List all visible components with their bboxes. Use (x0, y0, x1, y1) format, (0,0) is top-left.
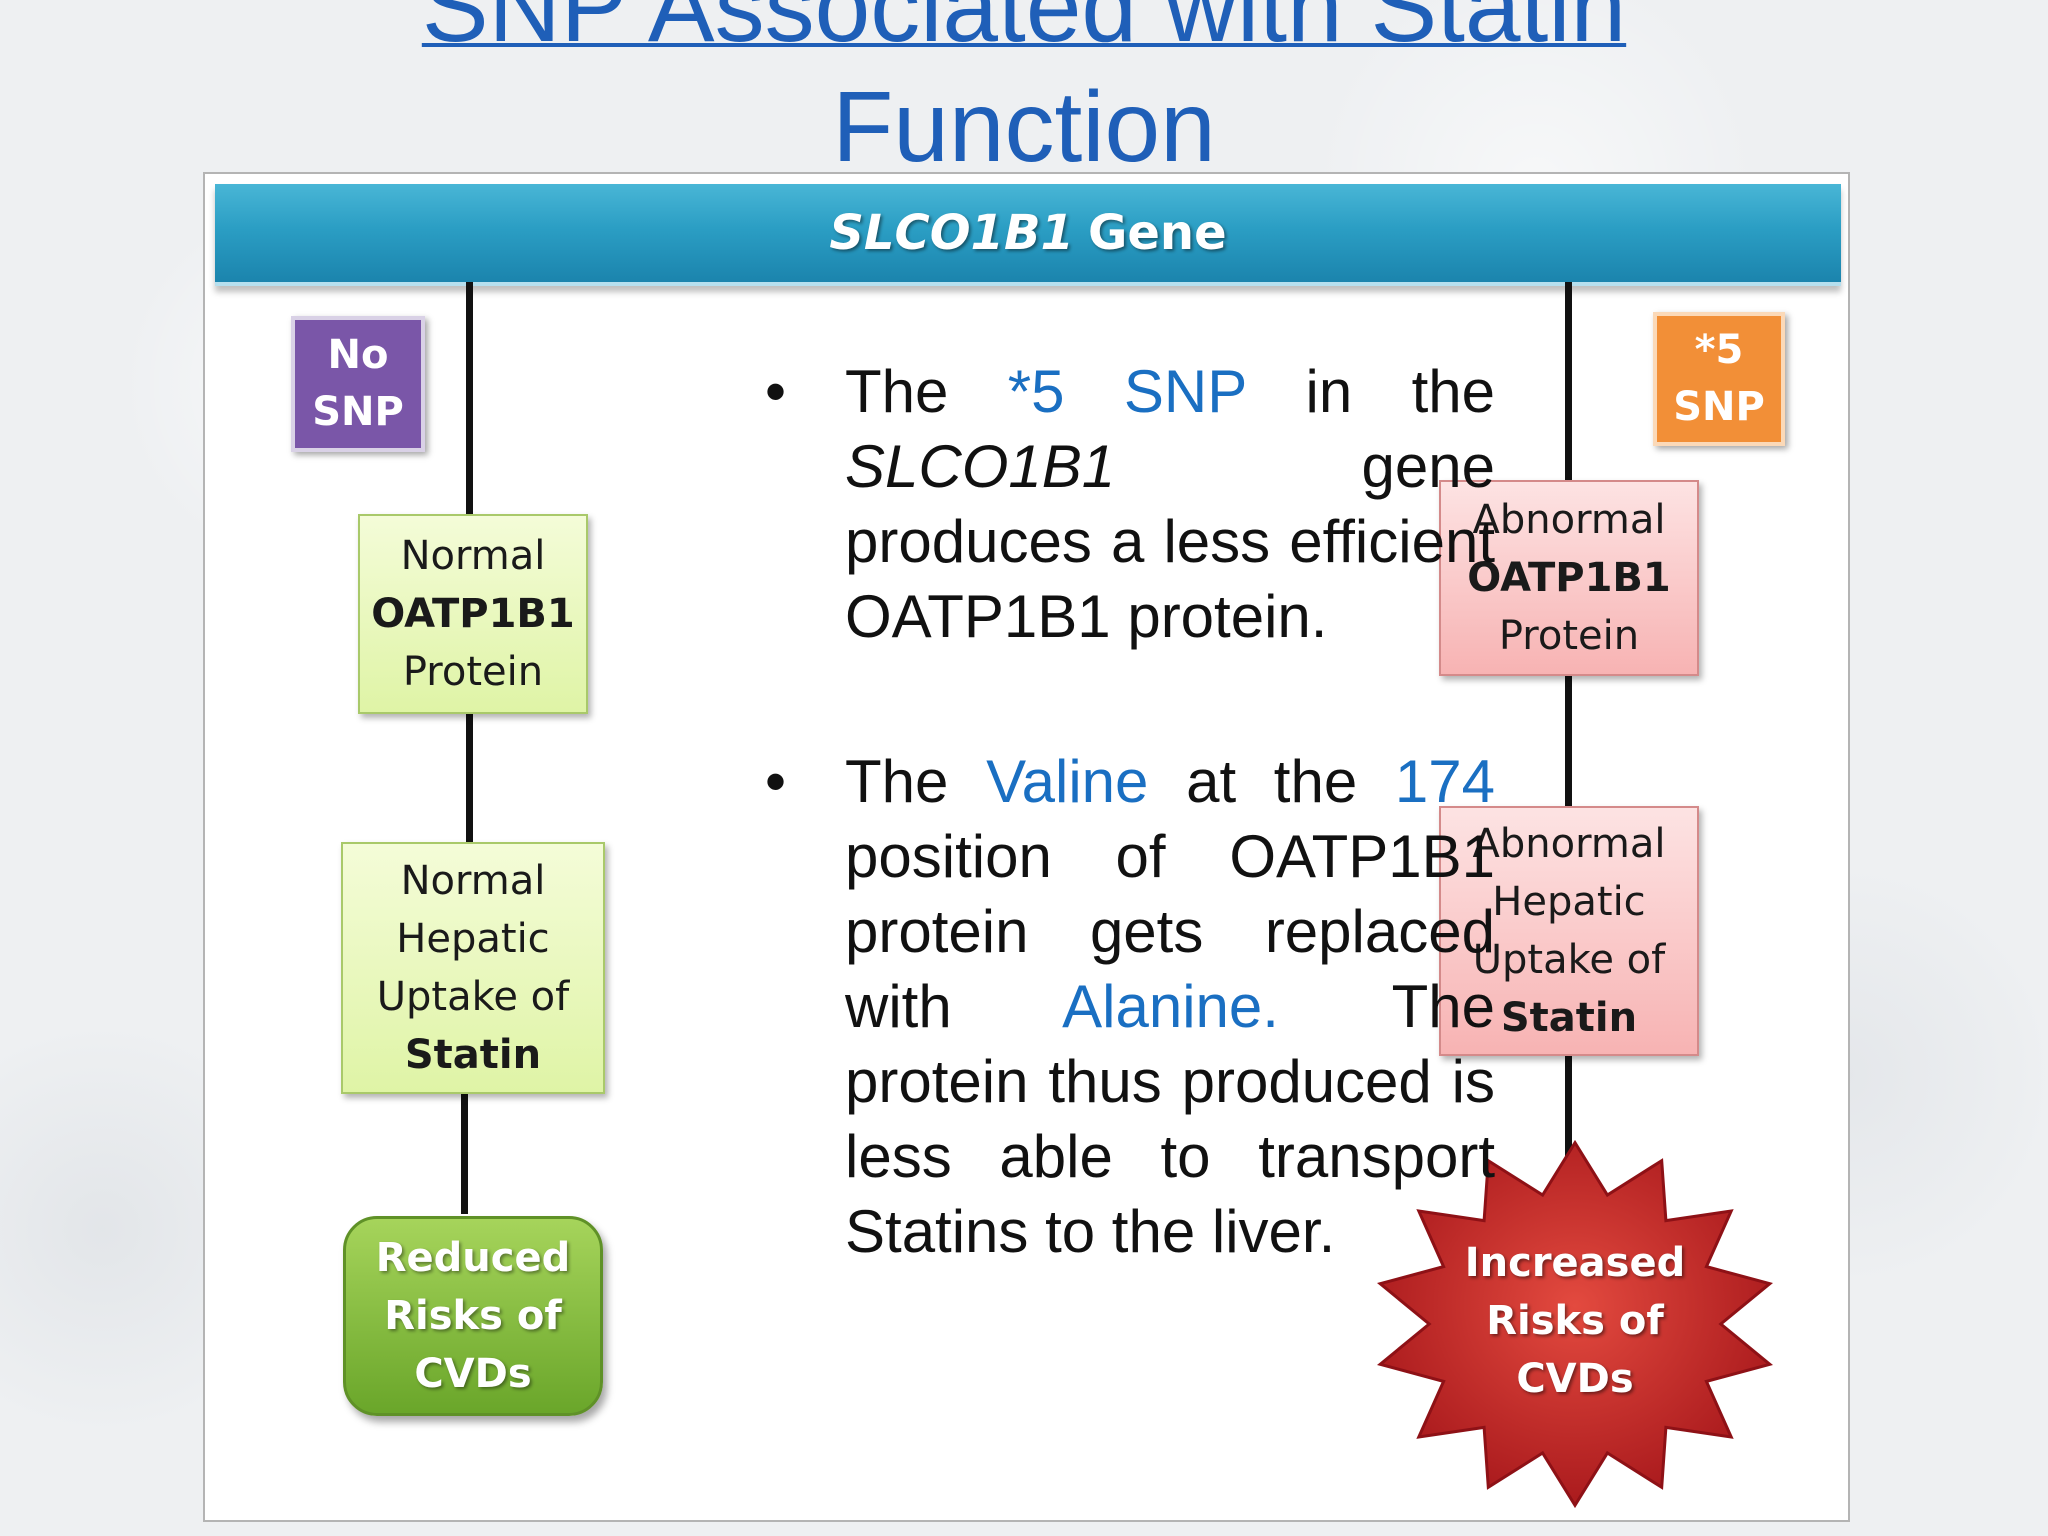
gene-label: Gene (1087, 205, 1227, 261)
increased-risk-line-3: CVDs (1516, 1356, 1634, 1402)
no-snp-badge-line-1: No (327, 332, 389, 378)
bullet-marker: • (765, 358, 787, 425)
no-snp-badge-line-2: SNP (312, 389, 404, 435)
abnormal-protein-line-1: Abnormal (1472, 497, 1666, 543)
bullet-item-1: • The *5 SNP in the SLCO1B1 gene produce… (765, 354, 1495, 654)
left-connector-bottom (461, 1094, 468, 1214)
right-connector-top (1565, 282, 1572, 602)
abnormal-uptake-box: Abnormal Hepatic Uptake of Statin (1439, 806, 1699, 1056)
bullet-2-highlight-174: 174 (1394, 748, 1495, 815)
abnormal-uptake-line-3: Uptake of (1472, 937, 1666, 983)
bullet-1-text-b: in the (1246, 358, 1496, 425)
reduced-risk-line-1: Reduced (375, 1235, 571, 1281)
snp5-badge-line-1: *5 (1694, 327, 1744, 373)
normal-protein-line-3: Protein (402, 649, 544, 695)
gene-header-bar: SLCO1B1 Gene (215, 184, 1841, 286)
snp5-badge: *5 SNP (1653, 312, 1785, 446)
increased-risk-starburst (1376, 1139, 1774, 1509)
reduced-risk-line-3: CVDs (414, 1351, 532, 1397)
bullet-text-2: The Valine at the 174 position of OATP1B… (845, 744, 1495, 1269)
bullet-item-2: • The Valine at the 174 position of OATP… (765, 744, 1495, 1269)
normal-protein-box: Normal OATP1B1 Protein (358, 514, 588, 714)
normal-uptake-box: Normal Hepatic Uptake of Statin (341, 842, 605, 1094)
abnormal-protein-box: Abnormal OATP1B1 Protein (1439, 480, 1699, 676)
reduced-risk-line-2: Risks of (384, 1293, 562, 1339)
abnormal-protein-line-3: Protein (1498, 613, 1640, 659)
abnormal-uptake-line-1: Abnormal (1472, 821, 1666, 867)
abnormal-protein-line-2: OATP1B1 (1467, 555, 1671, 601)
bullet-text-1: The *5 SNP in the SLCO1B1 gene produces … (845, 354, 1495, 654)
bullet-2-text-c: position of OATP1B1 protein gets replace… (845, 823, 1495, 1040)
normal-protein-line-1: Normal (400, 533, 546, 579)
bullet-list: • The *5 SNP in the SLCO1B1 gene produce… (765, 354, 1495, 1269)
bullet-2-highlight-alanine: Alanine. (1062, 973, 1279, 1040)
normal-uptake-line-1: Normal (400, 858, 546, 904)
slide-title-line-2: Function (832, 71, 1216, 183)
normal-uptake-line-4: Statin (404, 1032, 542, 1078)
reduced-risk-box: Reduced Risks of CVDs (343, 1216, 603, 1416)
increased-risk-line-2: Risks of (1486, 1298, 1664, 1344)
abnormal-uptake-line-4: Statin (1500, 995, 1638, 1041)
bullet-1-text-c: gene produces a less efficient OATP1B1 p… (845, 433, 1495, 650)
diagram-frame: SLCO1B1 Gene No SNP Normal OATP1B1 Prote… (203, 172, 1850, 1522)
no-snp-badge: No SNP (291, 316, 425, 452)
gene-name: SLCO1B1 (829, 205, 1074, 261)
bullet-2-text-b: at the (1148, 748, 1395, 815)
increased-risk-text: Increased Risks of CVDs (1455, 1234, 1695, 1408)
snp5-badge-line-2: SNP (1673, 384, 1765, 430)
right-connector-middle (1565, 674, 1572, 814)
bullet-1-text-a: The (845, 358, 1008, 425)
bullet-1-highlight-snp: *5 SNP (1007, 358, 1247, 425)
increased-risk-line-1: Increased (1464, 1240, 1686, 1286)
abnormal-uptake-line-2: Hepatic (1492, 879, 1646, 925)
bullet-2-text-a: The (845, 748, 987, 815)
bullet-2-highlight-valine: Valine (986, 748, 1149, 815)
normal-uptake-line-2: Hepatic (396, 916, 550, 962)
left-connector-top (466, 282, 473, 692)
bullet-1-gene-italic: SLCO1B1 (845, 433, 1116, 500)
slide-title-line-1: SNP Associated with Statin (421, 0, 1627, 63)
bullet-marker: • (765, 748, 787, 815)
bullet-2-text-d: The protein thus produced is less able t… (845, 973, 1495, 1265)
right-connector-bottom (1565, 1054, 1572, 1184)
normal-protein-line-2: OATP1B1 (371, 591, 575, 637)
normal-uptake-line-3: Uptake of (376, 974, 570, 1020)
